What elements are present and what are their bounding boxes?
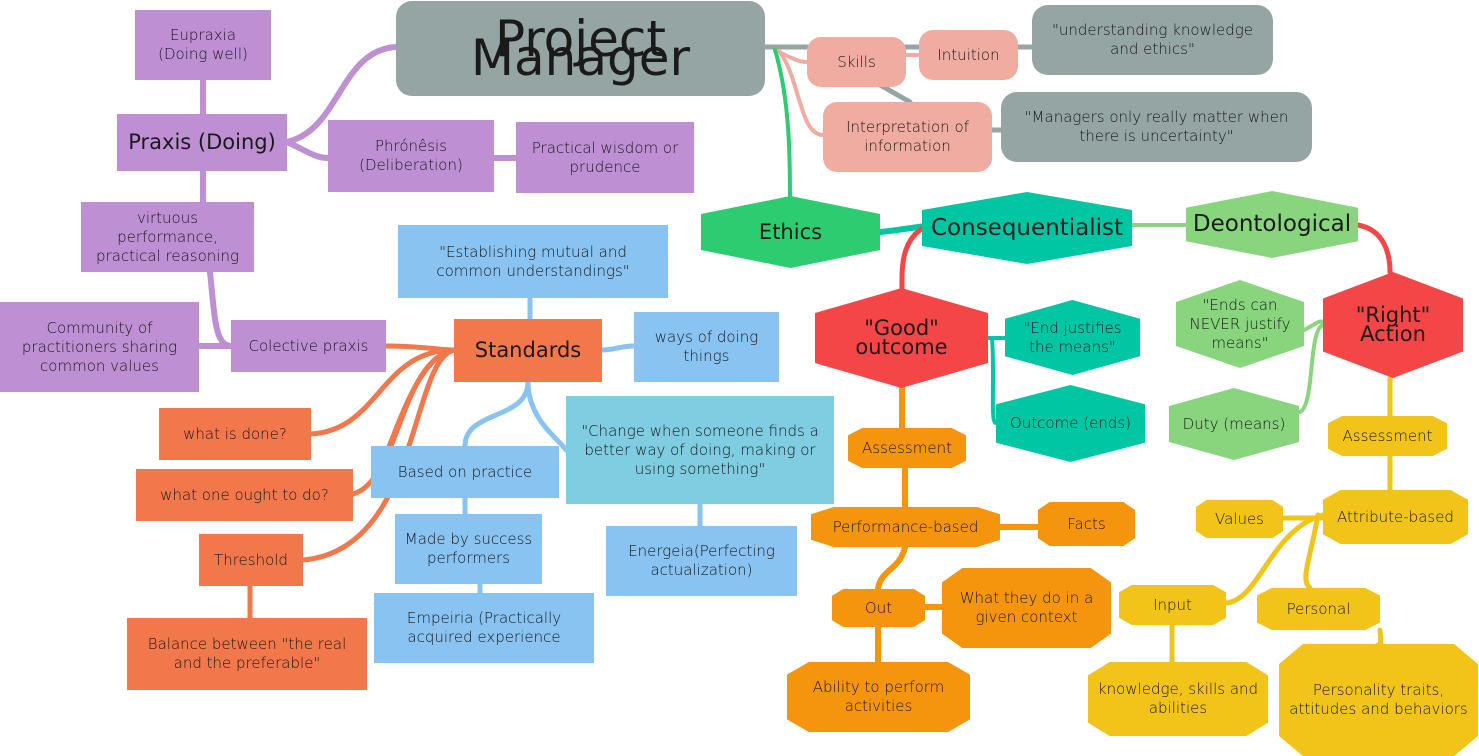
node-practical-wisdom[interactable]: Practical wisdom or prudence [516, 122, 694, 193]
node-eupraxia[interactable]: Eupraxia (Doing well) [135, 10, 271, 80]
node-ends-never[interactable]: "Ends can NEVER justify means" [1176, 280, 1304, 368]
node-assessment-attribute[interactable]: Assessment [1328, 416, 1447, 456]
node-what-they-do[interactable]: What they do in a given context [942, 568, 1111, 648]
node-intuition[interactable]: Intuition [919, 30, 1018, 80]
node-ways-of-doing[interactable]: ways of doing things [634, 312, 779, 382]
node-establishing[interactable]: "Establishing mutual and common understa… [398, 225, 668, 298]
node-energeia[interactable]: Energeia(Perfecting actualization) [606, 526, 797, 596]
node-understanding-quote[interactable]: "understanding knowledge and ethics" [1032, 5, 1273, 75]
node-balance[interactable]: Balance between "the real and the prefer… [127, 618, 367, 690]
node-outcome-ends[interactable]: Outcome (ends) [996, 385, 1145, 462]
node-knowledge[interactable]: knowledge, skills and abilities [1088, 662, 1268, 736]
node-interpretation[interactable]: Interpretation of information [823, 102, 992, 172]
node-community[interactable]: Community of practitioners sharing commo… [0, 302, 199, 392]
node-what-ought[interactable]: what one ought to do? [136, 469, 353, 521]
node-phronesis[interactable]: Phrónêsis (Deliberation) [328, 120, 494, 192]
central-topic-project-manager[interactable]: Project Manager [396, 1, 765, 96]
node-out[interactable]: Out [832, 589, 925, 627]
node-managers-quote[interactable]: "Managers only really matter when there … [1001, 92, 1312, 162]
node-performance-based[interactable]: Performance-based [811, 507, 1000, 547]
node-consequentialist[interactable]: Consequentialist [922, 192, 1132, 264]
node-change[interactable]: "Change when someone finds a better way … [566, 396, 834, 504]
node-facts[interactable]: Facts [1038, 502, 1135, 546]
node-based-on-practice[interactable]: Based on practice [371, 446, 559, 498]
node-assessment-performance[interactable]: Assessment [848, 428, 966, 468]
node-personality[interactable]: Personality traits, attitudes and behavi… [1279, 644, 1478, 756]
node-skills[interactable]: Skills [807, 37, 906, 87]
node-personal[interactable]: Personal [1257, 588, 1380, 630]
node-input[interactable]: Input [1119, 585, 1226, 625]
node-what-is-done[interactable]: what is done? [159, 408, 311, 460]
node-right-action[interactable]: "Right" Action [1323, 272, 1463, 378]
node-praxis[interactable]: Praxis (Doing) [117, 114, 287, 171]
node-standards[interactable]: Standards [454, 319, 602, 382]
node-colective-praxis[interactable]: Colective praxis [231, 320, 386, 372]
node-virtuous-performance[interactable]: virtuous performance, practical reasonin… [81, 202, 254, 272]
node-empeiria[interactable]: Empeiria (Practically acquired experienc… [374, 593, 594, 663]
node-attribute-based[interactable]: Attribute-based [1323, 490, 1468, 544]
node-end-justifies[interactable]: "End justifies the means" [1005, 300, 1140, 375]
node-made-by[interactable]: Made by success performers [395, 514, 542, 584]
node-values[interactable]: Values [1196, 500, 1283, 538]
node-ability[interactable]: Ability to perform activities [787, 662, 970, 732]
node-threshold[interactable]: Threshold [199, 534, 303, 586]
